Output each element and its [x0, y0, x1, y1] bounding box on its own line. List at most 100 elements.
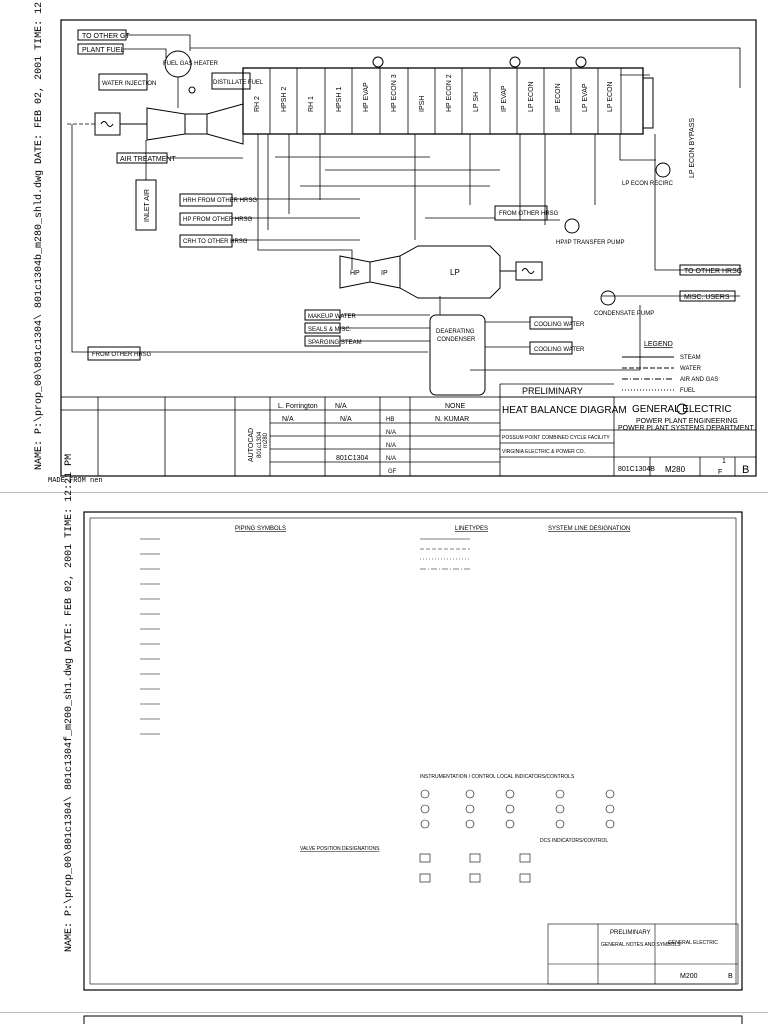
label-makeup-water: MAKEUP WATER [308, 314, 357, 320]
approval-2: N/A [386, 430, 396, 436]
company-name: GENERAL ELECTRIC [668, 940, 718, 946]
title-block [60, 383, 757, 477]
label-sparging-steam: SPARGING STEAM [308, 340, 362, 346]
model-number: M280 [665, 465, 686, 474]
label-misc-users: MISC. USERS [684, 294, 730, 301]
checked-by: N/A [335, 403, 347, 410]
heading-dcs: DCS INDICATORS/CONTROL [540, 838, 608, 844]
drawing-title: GENERAL NOTES AND SYMBOLS [601, 942, 681, 948]
label-cooling-water-2: COOLING WATER [534, 347, 585, 353]
heat-balance-drawing: RH 2 HPSH 2 RH 1 HPSH 1 HP EVAP HP ECON … [60, 19, 757, 477]
label-water-injection: WATER INJECTION [102, 81, 156, 87]
label-inlet-air: INLET AIR [144, 189, 151, 222]
condensate-pump [600, 290, 616, 306]
label-fuel-gas-heater: FUEL GAS HEATER [163, 61, 219, 67]
hrsg-section-label: RH 2 [254, 96, 261, 112]
label-hrh-from-other-hrsg: HRH FROM OTHER HRSG [183, 198, 257, 204]
revision-letter: B [742, 464, 749, 476]
doc-number: 801C1304 [336, 455, 368, 462]
hrsg-section-label: HP ECON 3 [391, 74, 398, 112]
symbols-drawing: PIPING SYMBOLS LINETYPES SYSTEM LINE DES… [83, 511, 743, 991]
made-from-label: MADE FROM nen [48, 477, 103, 485]
title-preliminary: PRELIMINARY [610, 930, 651, 936]
label-to-other-gt: TO OTHER GT [82, 33, 130, 40]
heading-piping-symbols: PIPING SYMBOLS [235, 526, 286, 532]
heading-valve-positions: VALVE POSITION DESIGNATIONS [300, 846, 380, 852]
title-block [547, 923, 739, 985]
gt-combustor [184, 113, 208, 135]
hrsg-section-label: HPSH 1 [336, 87, 343, 112]
sheet-heat-balance-diagram: NAME: P:\prop_00\801c1304\ 801c1304b_m28… [0, 0, 768, 490]
label-crh-to-other-hrsg: CRH TO OTHER HRSG [183, 239, 248, 245]
hrsg-section-label: IP EVAP [501, 85, 508, 112]
sheet-general-notes-symbols: NAME: P:\prop_00\801c1304\ 801c1304f_m20… [0, 454, 768, 1014]
instrument-bubbles [419, 789, 615, 883]
hrsg-section-label: LP ECON [607, 81, 614, 112]
sheet-separator [0, 492, 768, 493]
label-condensate-pump: CONDENSATE PUMP [594, 311, 654, 317]
label-st-lp: LP [450, 268, 460, 277]
label-deaerating-condenser-1: DEAERATING [436, 329, 475, 335]
hrsg-section-label: HP ECON 2 [446, 74, 453, 112]
st-lp [399, 245, 501, 299]
piping-lines [67, 34, 741, 371]
legend-item-water: WATER [680, 366, 702, 372]
file-letter: F [718, 469, 722, 476]
autocad-file: 801c1304 [257, 431, 263, 458]
department-line-2: POWER PLANT SYSTEMS DEPARTMENT [618, 425, 754, 432]
autocad-sheet: m280 [263, 432, 269, 448]
na-value-2: N/A [340, 416, 352, 423]
heading-linetypes: LINETYPES [455, 526, 488, 532]
deaerating-condenser [429, 314, 486, 396]
hrsg-section-label: IPSH [419, 96, 426, 112]
exhaust-stack [642, 77, 654, 129]
hrsg-section-label: IP ECON [555, 83, 562, 112]
label-hp-ip-transfer-pump: HP/IP TRANSFER PUMP [556, 240, 624, 246]
legend-item-steam: STEAM [680, 355, 701, 361]
label-lp-econ-bypass: LP ECON BYPASS [689, 118, 696, 178]
label-lp-econ-recirc: LP ECON RECIRC [622, 181, 674, 187]
gt-turbine [206, 103, 244, 145]
label-to-other-hrsg: TO OTHER HRSG [684, 268, 742, 275]
label-distillate-fuel: DISTILLATE FUEL [213, 80, 264, 86]
approval-5: GF [388, 469, 397, 475]
symbol-rows [140, 538, 470, 735]
drawing-border [83, 511, 743, 991]
label-st-ip: IP [381, 270, 388, 277]
label-from-other-hrsg-bottom: FROM OTHER HRSG [92, 352, 152, 358]
hrsg-section-label: LP SH [473, 92, 480, 112]
ip-drum [509, 56, 521, 68]
hp-ip-transfer-pump [564, 218, 580, 234]
project-name: POSSUM POINT COMBINED CYCLE FACILITY [502, 435, 610, 441]
department-line-1: POWER PLANT ENGINEERING [636, 418, 738, 425]
legend-title: LEGEND [644, 341, 673, 348]
sheet-three-partial [83, 1015, 743, 1024]
title-preliminary: PRELIMINARY [522, 386, 583, 396]
heading-instrumentation: INSTRUMENTATION / CONTROL LOCAL INDICATO… [420, 774, 575, 780]
label-air-treatment: AIR TREATMENT [120, 156, 176, 163]
model-number: M200 [680, 973, 698, 980]
label-from-other-hrsg-mid: FROM OTHER HRSG [499, 211, 559, 217]
dwg-number: 801C1304B [618, 466, 655, 473]
engineer-name: N. KUMAR [435, 416, 469, 423]
drawn-by: L. Forrington [278, 403, 318, 410]
na-value-1: N/A [282, 416, 294, 423]
company-name: GENERAL ELECTRIC [632, 404, 732, 415]
approval-3: N/A [386, 443, 396, 449]
hrsg-section-label: HP EVAP [363, 82, 370, 112]
hp-drum [372, 56, 384, 68]
approval-4: N/A [386, 456, 396, 462]
label-hp-from-other-hrsg: HP FROM OTHER HRSG [183, 217, 253, 223]
approval-1: HB [386, 417, 394, 423]
revision-letter: B [728, 973, 733, 980]
ge-logo [676, 403, 688, 415]
legend-item-fuel: FUEL [680, 388, 696, 394]
hrsg-section-dividers [269, 68, 622, 134]
sheet-separator [0, 1012, 768, 1013]
label-deaerating-condenser-2: CONDENSER [437, 337, 476, 343]
hrsg-section-label: RH 1 [308, 96, 315, 112]
hrsg-section-label: LP EVAP [582, 83, 589, 112]
autocad-label: AUTOCAD [248, 428, 255, 462]
drawing-title: HEAT BALANCE DIAGRAM [502, 405, 627, 416]
gt-compressor [146, 107, 186, 141]
